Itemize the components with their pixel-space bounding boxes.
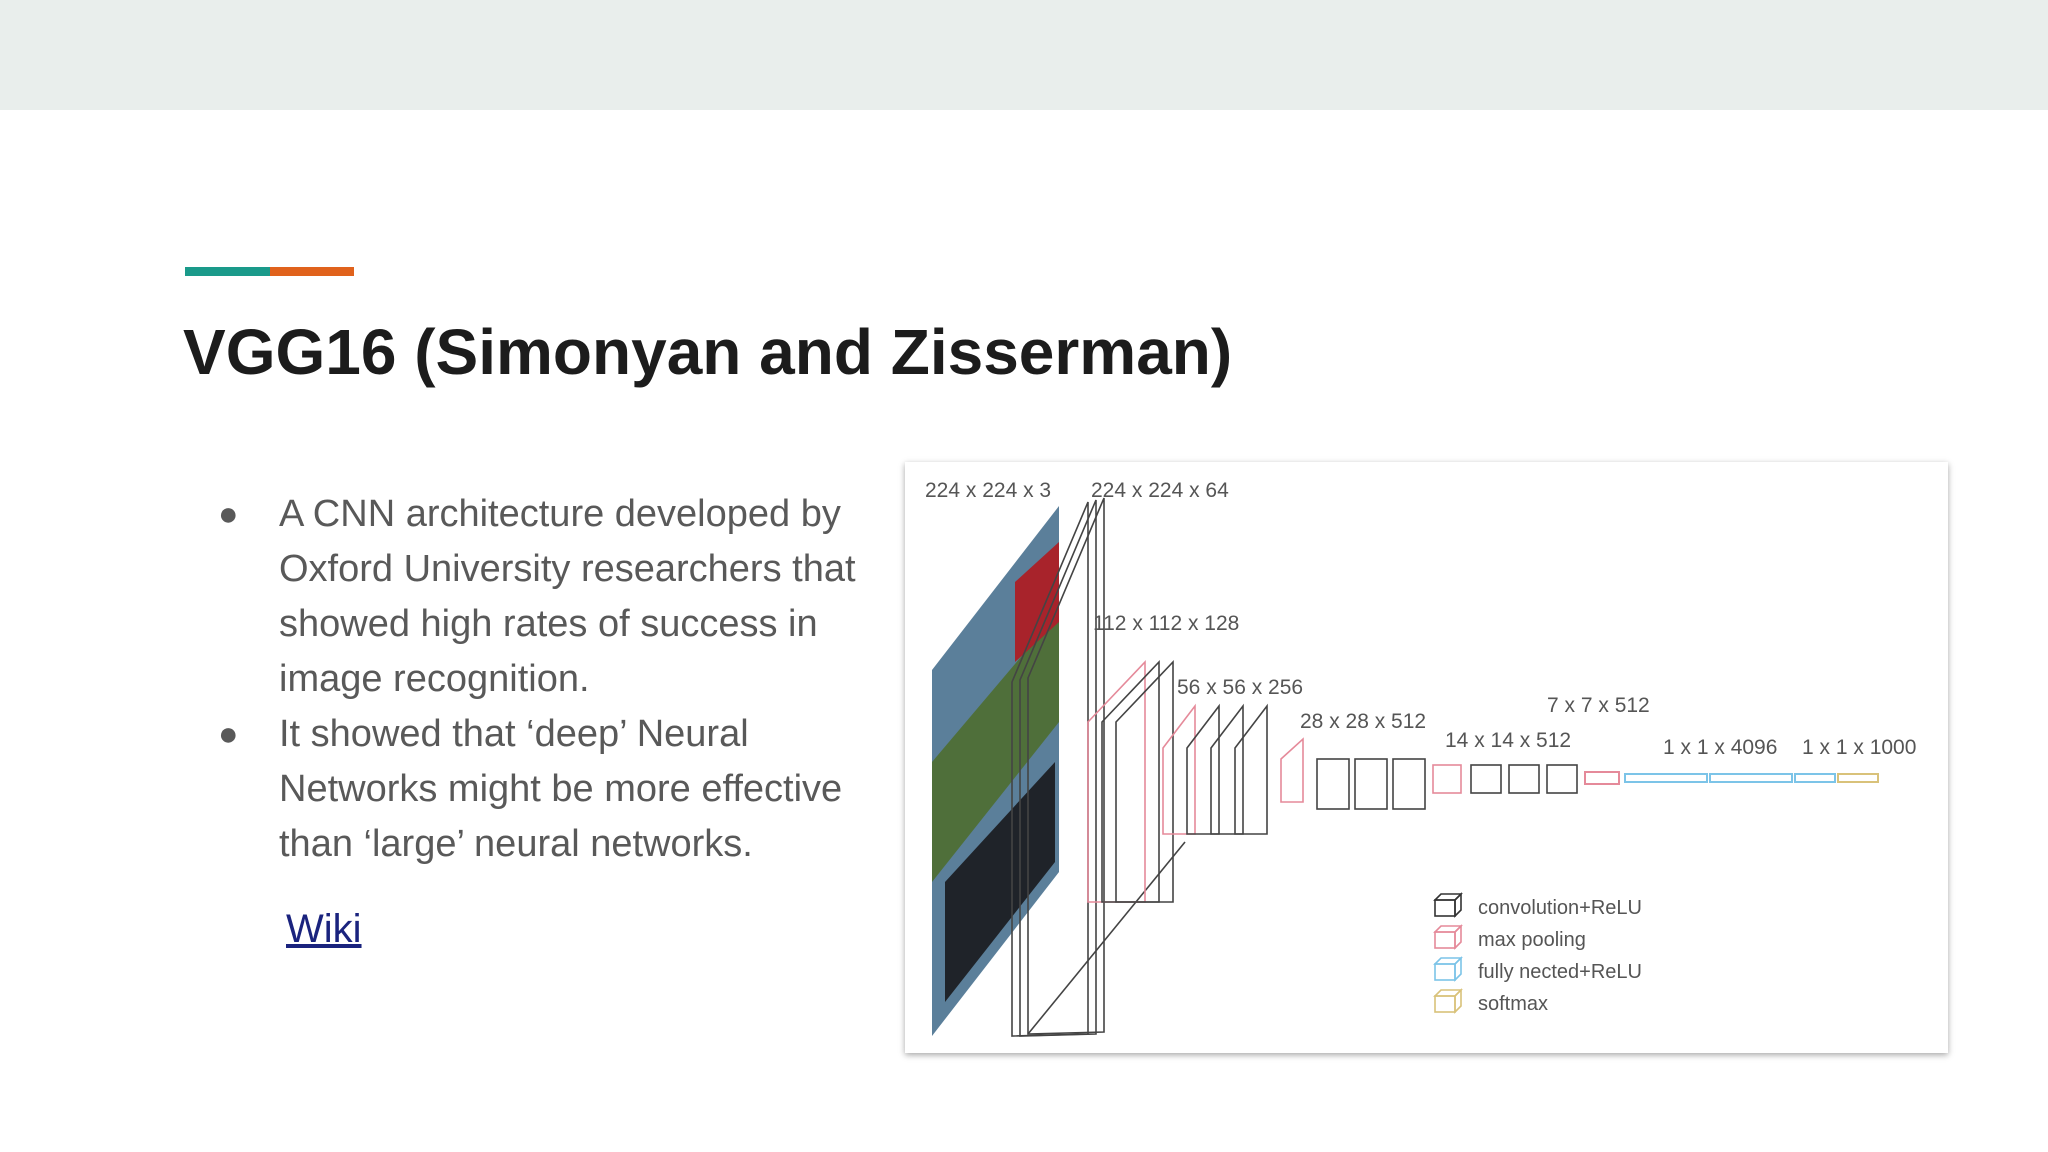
slide-header-band: [0, 0, 2048, 110]
label-conv5-dims: 14 x 14 x 512: [1445, 729, 1571, 752]
label-input-dims: 224 x 224 x 3: [925, 479, 1051, 502]
legend-label-fc: fully nected+ReLU: [1478, 961, 1642, 983]
legend-label-pool: max pooling: [1478, 929, 1586, 951]
bullet-icon: ●: [218, 495, 239, 533]
label-conv4-dims: 28 x 28 x 512: [1300, 710, 1426, 733]
legend-label-softmax: softmax: [1478, 993, 1548, 1015]
fc-layers: [1584, 771, 1879, 785]
vgg16-architecture-figure: 224 x 224 x 3 224 x 224 x 64 112 x 112 x…: [905, 462, 1948, 1053]
label-fc-dims: 1 x 1 x 4096: [1663, 736, 1777, 759]
bullet-icon: ●: [218, 715, 239, 753]
label-conv3-dims: 56 x 56 x 256: [1177, 676, 1303, 699]
label-pool5-dims: 7 x 7 x 512: [1547, 694, 1650, 717]
accent-bar-orange: [270, 267, 354, 276]
accent-bar-teal: [185, 267, 270, 276]
legend: convolution+ReLU max pooling fully necte…: [1433, 892, 1642, 1015]
label-conv2-dims: 112 x 112 x 128: [1093, 612, 1239, 635]
label-conv1-dims: 224 x 224 x 64: [1091, 479, 1229, 502]
slide-title: VGG16 (Simonyan and Zisserman): [183, 316, 1233, 388]
bullet-item: ● It showed that ‘deep’ Neural Networks m…: [200, 707, 900, 872]
architecture-diagram: 224 x 224 x 3 224 x 224 x 64 112 x 112 x…: [925, 479, 1916, 1037]
label-softmax-dims: 1 x 1 x 1000: [1802, 736, 1916, 759]
bullet-item: ● A CNN architecture developed by Oxford …: [200, 487, 900, 707]
bullet-text: It showed that ‘deep’ Neural Networks mi…: [279, 713, 843, 865]
conv5-block: [1432, 764, 1578, 794]
conv2-block: [1087, 659, 1174, 903]
bullet-list: ● A CNN architecture developed by Oxford …: [200, 487, 900, 872]
bullet-text: A CNN architecture developed by Oxford U…: [279, 493, 856, 700]
legend-label-conv: convolution+ReLU: [1478, 897, 1642, 919]
conv3-block: [1162, 703, 1268, 835]
input-image: [932, 506, 1059, 1036]
wiki-link[interactable]: Wiki: [286, 907, 362, 951]
conv4-block: [1280, 737, 1426, 810]
